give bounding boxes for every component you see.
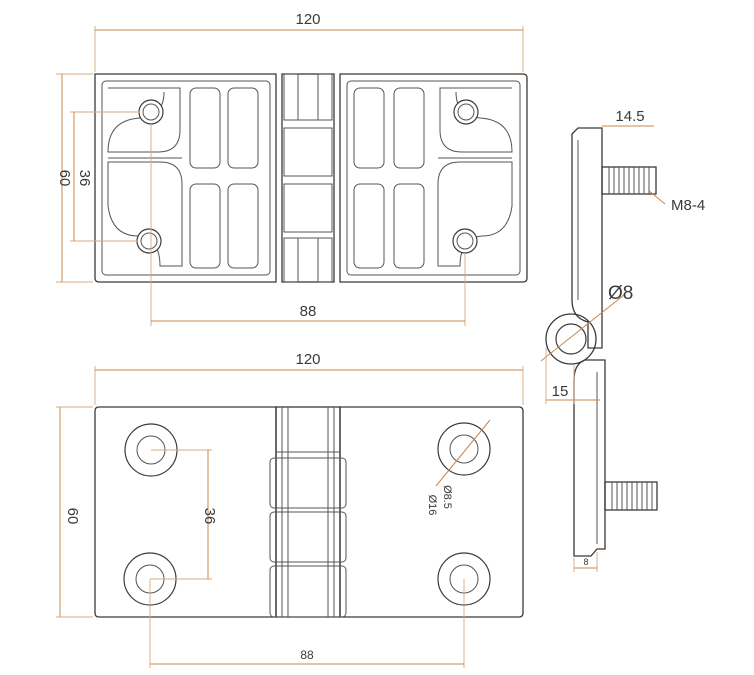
side-view-lower-bolt (604, 481, 658, 511)
side-view-thickness-8: 8 (583, 557, 588, 567)
top-view-left-ribs (107, 87, 259, 269)
bottom-view-left-leaf (94, 406, 277, 618)
top-view: 120 60 36 88 (56, 11, 528, 326)
top-view-right-ribs (353, 87, 513, 269)
top-view-knuckle (281, 73, 335, 283)
bottom-view-hole-diameter-8-5: Ø8.5 (441, 485, 453, 509)
bottom-view-width-120: 120 (295, 351, 320, 368)
bottom-view-hole-spacing-36: 36 (201, 508, 218, 525)
top-view-left-leaf (94, 73, 277, 283)
side-view-dim-14-5: 14.5 (615, 108, 644, 125)
top-view-right-leaf (339, 73, 528, 283)
top-view-hole-spacing-88: 88 (300, 303, 317, 320)
side-view-lower-leaf (573, 359, 606, 557)
top-view-hole-spacing-36: 36 (76, 170, 93, 187)
top-view-width-120: 120 (295, 11, 320, 28)
side-view: 14.5 M8-4 Ø8 15 8 (540, 108, 705, 572)
bottom-view: 120 60 36 88 Ø8.5 Ø16 (56, 351, 524, 668)
side-view-thread-m8-4: M8-4 (671, 197, 705, 214)
bottom-view-height-60: 60 (64, 508, 81, 525)
bottom-view-hole-spacing-88: 88 (300, 648, 314, 662)
side-view-upper-leaf (571, 127, 603, 349)
side-view-dim-15: 15 (552, 383, 569, 400)
bottom-view-knuckle (269, 406, 347, 618)
side-view-upper-bolt (601, 166, 657, 195)
side-view-pin-diameter-8: Ø8 (608, 283, 633, 304)
bottom-view-hole-diameter-16: Ø16 (426, 495, 438, 516)
side-view-knuckle (545, 313, 597, 365)
top-view-height-60: 60 (56, 170, 73, 187)
bottom-view-right-leaf (339, 406, 524, 618)
